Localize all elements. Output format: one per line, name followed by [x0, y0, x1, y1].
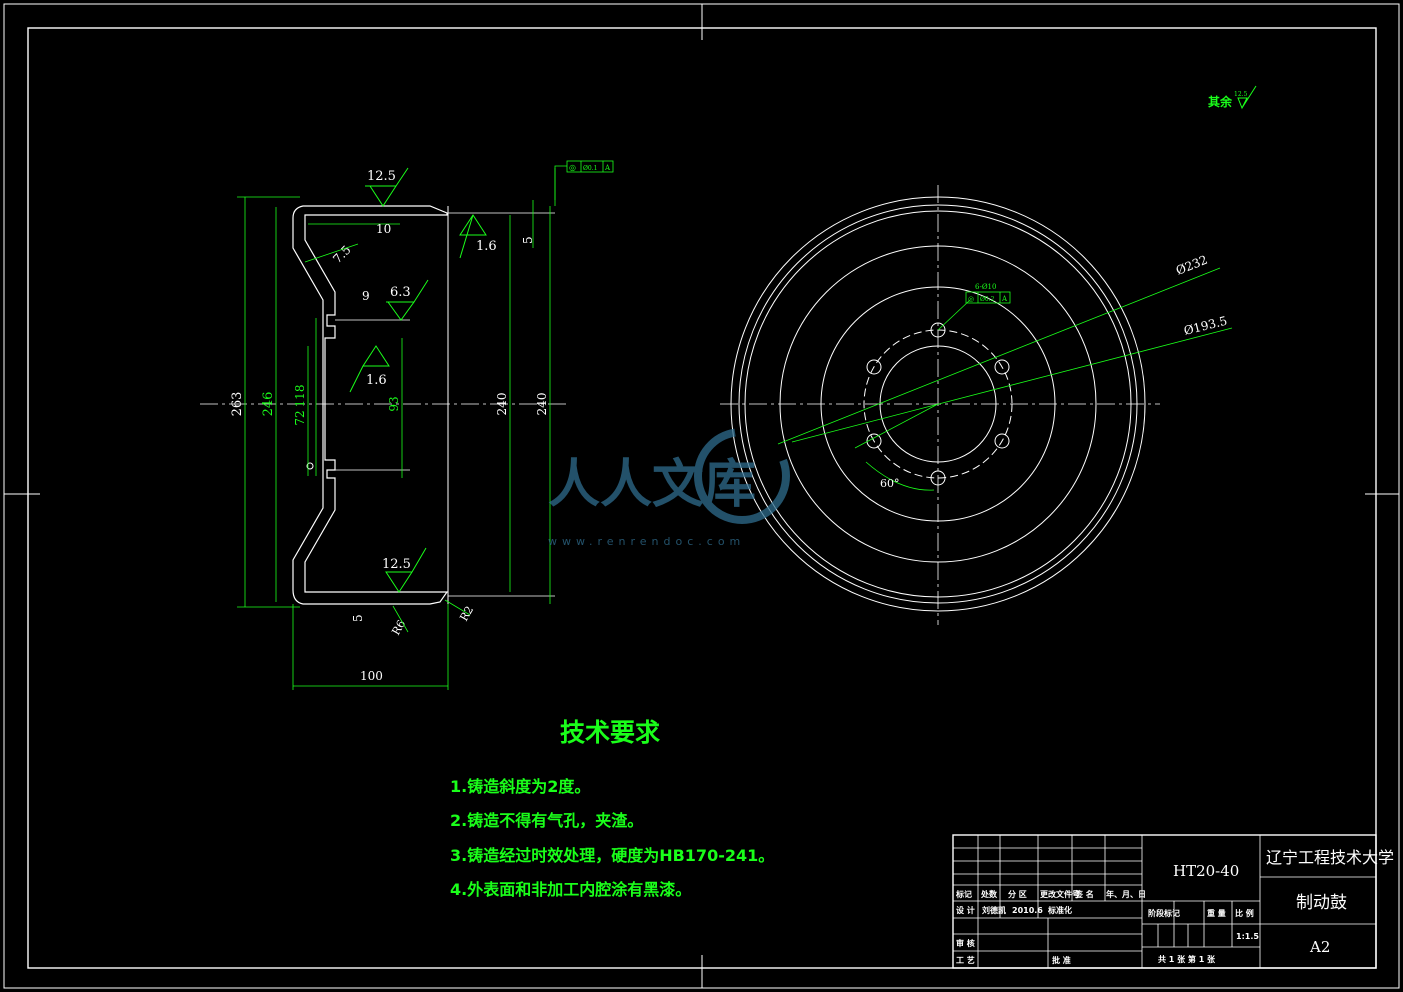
finish-bore-mid-value: 1.6 [366, 373, 387, 388]
front-view: Ø232 Ø193.5 60° 6-Ø10 ◎ Ø0.2 A [720, 185, 1233, 625]
watermark-url: www.renrendoc.com [548, 535, 745, 548]
dim-72: 72 [293, 410, 307, 425]
finish-flange-value: 6.3 [390, 285, 411, 300]
side-section-view: 263 246 72 118 93 240 240 10 9 5 5 100 7… [200, 160, 614, 690]
rev-header: 签 名 [1074, 889, 1094, 899]
standard-label: 标准化 [1047, 905, 1072, 915]
geo-tol-value: Ø0.1 [583, 165, 597, 172]
dim-9: 9 [362, 289, 370, 303]
watermark-text: 人人文库 [548, 454, 756, 515]
bolt-hole [930, 322, 946, 338]
dim-93: 93 [387, 396, 401, 411]
sheet-count: 共 1 张 第 1 张 [1158, 954, 1216, 964]
finish-bore-mid: 1.6 [349, 345, 390, 393]
sheet-size: A2 [1309, 938, 1330, 956]
dim-240: 240 [495, 393, 509, 416]
tech-item: 3.铸造经过时效处理，硬度为HB170-241。 [450, 846, 774, 865]
drum-outer-circle [730, 196, 1146, 612]
dim-r2: R2 [457, 604, 476, 624]
dim-d193-5: Ø193.5 [1182, 314, 1228, 338]
hole-tol-value: Ø0.2 [980, 296, 995, 303]
dim-118: 118 [293, 385, 307, 408]
hub-bore-circle [879, 345, 997, 463]
bolt-holes [866, 322, 1010, 486]
material: HT20-40 [1173, 862, 1239, 880]
geo-tol-symbol: ◎ [569, 163, 576, 172]
stage-header: 重 量 [1207, 908, 1226, 918]
finish-bottom: 12.5 [382, 547, 427, 593]
bolt-hole [866, 359, 882, 375]
bolt-hole [994, 433, 1010, 449]
hole-tol-datum: A [1001, 295, 1008, 303]
tech-requirements: 技术要求 1.铸造斜度为2度。 2.铸造不得有气孔，夹渣。 3.铸造经过时效处理… [450, 718, 774, 899]
stage-header: 阶段标记 [1148, 908, 1180, 918]
finish-other: 其余 12.5 [1208, 85, 1257, 110]
geo-tol-datum: A [604, 164, 611, 172]
hole-tolerance-frame: 6-Ø10 ◎ Ø0.2 A [965, 283, 1011, 304]
bolt-hole [866, 433, 882, 449]
hole-count-label: 6-Ø10 [975, 283, 996, 291]
watermark: 人人文库 www.renrendoc.com [548, 428, 790, 548]
tech-item: 2.铸造不得有气孔，夹渣。 [450, 811, 643, 830]
dim-5-bot: 5 [351, 614, 365, 622]
finish-bore-top-value: 1.6 [476, 239, 497, 254]
section-profile [292, 205, 449, 605]
finish-other-label: 其余 [1208, 94, 1233, 109]
dim-240b: 240 [535, 393, 549, 416]
hole-tol-symbol: ◎ [968, 295, 974, 303]
finish-other-value: 12.5 [1234, 91, 1248, 98]
process-label: 工 艺 [956, 955, 975, 965]
dim-263: 263 [230, 392, 245, 417]
title-block: 标记 处数 分 区 更改文件号 签 名 年、月、日 设 计 刘德凯 2010.6… [952, 834, 1394, 969]
designer-name: 刘德凯 [982, 905, 1006, 915]
dim-7-5: 7.5 [330, 243, 353, 266]
dim-100: 100 [360, 669, 383, 683]
rev-header: 更改文件号 [1040, 889, 1080, 899]
stage-header: 比 例 [1235, 908, 1254, 918]
rev-header: 处数 [980, 889, 998, 899]
dim-10: 10 [376, 222, 391, 236]
bolt-hole [994, 359, 1010, 375]
rev-header: 分 区 [1008, 889, 1027, 899]
finish-bottom-value: 12.5 [382, 557, 411, 572]
finish-flange: 6.3 [386, 279, 429, 321]
geo-tolerance-frame: ◎ Ø0.1 A [554, 160, 614, 200]
part-name: 制动鼓 [1296, 893, 1347, 913]
finish-bore-top: 1.6 [459, 214, 497, 259]
school-name: 辽宁工程技术大学 [1266, 848, 1394, 867]
sheet-border [3, 3, 1400, 989]
rev-header: 标记 [955, 889, 972, 899]
finish-top: 12.5 [365, 167, 409, 207]
scale-value: 1:1.5 [1236, 932, 1259, 941]
design-label: 设 计 [956, 905, 975, 915]
finish-top-value: 12.5 [367, 169, 396, 184]
rev-header: 年、月、日 [1106, 889, 1146, 899]
tech-item: 1.铸造斜度为2度。 [450, 777, 590, 796]
tech-title: 技术要求 [560, 718, 660, 747]
tech-item: 4.外表面和非加工内腔涂有黑漆。 [450, 880, 691, 899]
dim-246: 246 [261, 392, 276, 417]
dim-angle-60: 60° [880, 477, 900, 490]
design-date: 2010.6 [1012, 906, 1043, 915]
dim-5-top: 5 [521, 236, 535, 244]
approve-label: 批 准 [1052, 955, 1071, 965]
review-label: 审 核 [956, 938, 975, 948]
bolt-hole [930, 470, 946, 486]
